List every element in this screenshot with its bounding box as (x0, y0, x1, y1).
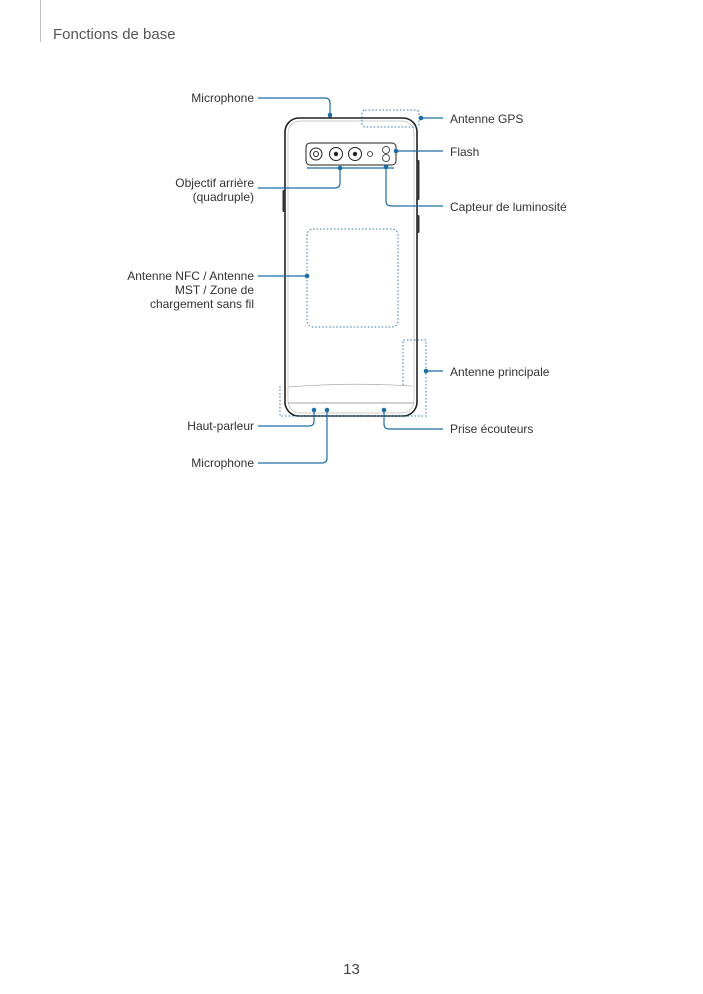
callout-dot-antenne-principale (423, 368, 429, 374)
label-nfc-line1: Antenne NFC / Antenne (127, 269, 254, 283)
volume-button (282, 190, 286, 212)
section-title: Fonctions de base (53, 26, 176, 43)
callout-line-prise (383, 410, 443, 430)
callout-line-objectif (258, 168, 341, 189)
label-flash: Flash (450, 145, 480, 159)
callout-line-capteur (385, 167, 443, 207)
label-nfc-line3: chargement sans fil (149, 297, 254, 311)
nfc-zone (306, 228, 399, 328)
label-nfc-line2: MST / Zone de (174, 283, 254, 297)
label-antenne-gps: Antenne GPS (450, 112, 524, 126)
label-nfc: Antenne NFC / Antenne MST / Zone de char… (127, 269, 254, 311)
main-antenna-zone (279, 339, 427, 417)
phone-bottom-edge (287, 383, 413, 388)
label-capteur: Capteur de luminosité (450, 200, 567, 214)
phone-body-inner (287, 120, 415, 414)
label-haut-parleur: Haut-parleur (187, 419, 254, 433)
label-microphone-bottom: Microphone (191, 456, 254, 470)
callout-line-microphone-top (258, 97, 331, 115)
phone-body (284, 117, 418, 417)
callout-dot-microphone-top (327, 112, 333, 118)
page-number: 13 (343, 961, 360, 978)
header-rule (40, 0, 41, 42)
label-objectif-line1: Objectif arrière (175, 176, 254, 190)
flash-led-1 (382, 146, 390, 154)
callout-dot-nfc (304, 273, 310, 279)
callout-line-microphone-bottom (258, 410, 328, 464)
callout-dot-gps (418, 115, 424, 121)
bixby-button (416, 215, 420, 233)
callout-dot-capteur (383, 164, 389, 170)
camera-lens-1 (309, 147, 323, 161)
callout-dot-microphone-bottom (324, 407, 330, 413)
label-antenne-principale: Antenne principale (450, 365, 550, 379)
label-objectif: Objectif arrière (quadruple) (175, 176, 254, 204)
label-objectif-line2: (quadruple) (192, 190, 254, 204)
callout-dot-haut-parleur (311, 407, 317, 413)
power-button (416, 160, 420, 200)
camera-lens-2 (329, 147, 343, 161)
callout-dot-prise (381, 407, 387, 413)
callout-dot-flash (393, 148, 399, 154)
label-microphone-top: Microphone (191, 91, 254, 105)
callout-line-haut-parleur (258, 410, 315, 427)
camera-lens-3 (348, 147, 362, 161)
callout-dot-objectif (337, 165, 343, 171)
gps-antenna-zone (361, 109, 420, 128)
label-prise: Prise écouteurs (450, 422, 534, 436)
camera-sensor-dot (367, 151, 373, 157)
flash-led-2 (382, 154, 390, 162)
